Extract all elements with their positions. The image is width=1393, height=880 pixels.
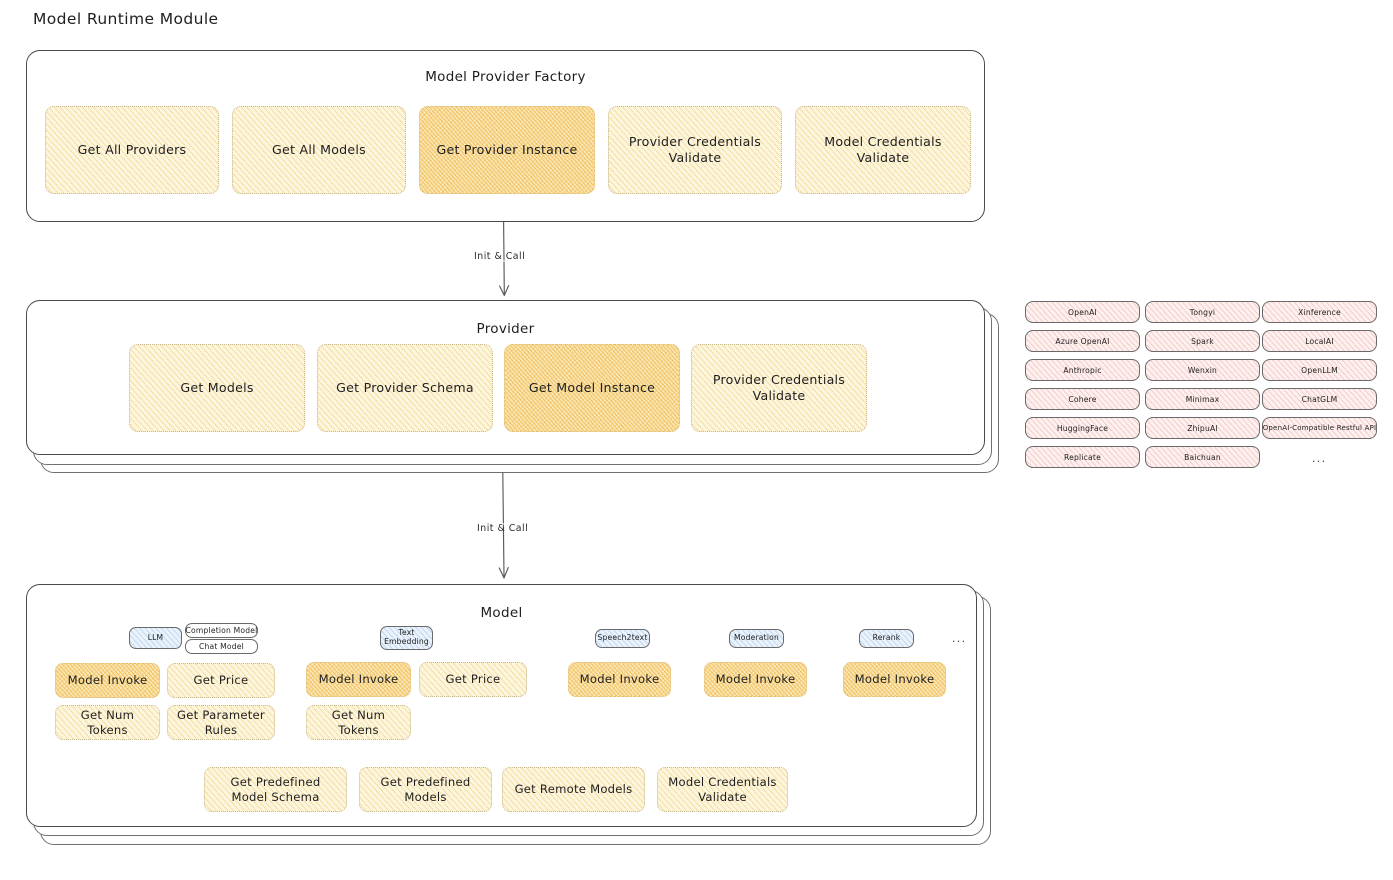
model-title: Model — [480, 605, 523, 621]
model-llm-box-get-parameter-rules[interactable]: Get Parameter Rules — [167, 705, 275, 740]
provider-list-more-indicator: ... — [1312, 452, 1327, 465]
model-type-chip-speech2text[interactable]: Speech2text — [595, 629, 650, 648]
provider-title: Provider — [476, 321, 535, 337]
provider-chip-zhipuai[interactable]: ZhipuAI — [1145, 417, 1260, 439]
model-shared-box-get-remote-models[interactable]: Get Remote Models — [502, 767, 645, 812]
provider-chip-xinference[interactable]: Xinference — [1262, 301, 1377, 323]
model-text-embedding-box-model-invoke[interactable]: Model Invoke — [306, 662, 411, 697]
provider-box-get-models[interactable]: Get Models — [129, 344, 305, 432]
factory-box-get-all-models[interactable]: Get All Models — [232, 106, 406, 194]
provider-chip-minimax[interactable]: Minimax — [1145, 388, 1260, 410]
arrow-factory-to-provider — [499, 221, 510, 297]
provider-chip-tongyi[interactable]: Tongyi — [1145, 301, 1260, 323]
provider-chip-replicate[interactable]: Replicate — [1025, 446, 1140, 468]
model-llm-box-get-num-tokens[interactable]: Get Num Tokens — [55, 705, 160, 740]
factory-box-model-credentials-validate[interactable]: Model Credentials Validate — [795, 106, 971, 194]
provider-box-provider-credentials-validate[interactable]: Provider Credentials Validate — [691, 344, 867, 432]
provider-chip-spark[interactable]: Spark — [1145, 330, 1260, 352]
model-type-chip-llm[interactable]: LLM — [129, 627, 182, 649]
model-text-embedding-box-get-price[interactable]: Get Price — [419, 662, 527, 697]
model-type-chip-rerank[interactable]: Rerank — [859, 629, 914, 648]
provider-chip-openai[interactable]: OpenAI — [1025, 301, 1140, 323]
provider-box-get-provider-schema[interactable]: Get Provider Schema — [317, 344, 493, 432]
provider-chip-huggingface[interactable]: HuggingFace — [1025, 417, 1140, 439]
provider-chip-cohere[interactable]: Cohere — [1025, 388, 1140, 410]
arrow-label-init-and-call-1: Init & Call — [474, 251, 526, 262]
factory-box-provider-credentials-validate[interactable]: Provider Credentials Validate — [608, 106, 782, 194]
model-type-chip-text-embedding[interactable]: Text Embedding — [380, 626, 433, 650]
model-shared-box-model-credentials-validate[interactable]: Model Credentials Validate — [657, 767, 788, 812]
provider-box-get-model-instance[interactable]: Get Model Instance — [504, 344, 680, 432]
arrow-label-init-and-call-2: Init & Call — [477, 523, 529, 534]
arrow-provider-to-model — [498, 472, 509, 579]
model-speech2text-box-model-invoke[interactable]: Model Invoke — [568, 662, 671, 697]
provider-chip-azure-openai[interactable]: Azure OpenAI — [1025, 330, 1140, 352]
factory-box-get-all-providers[interactable]: Get All Providers — [45, 106, 219, 194]
model-provider-factory-title: Model Provider Factory — [425, 69, 586, 85]
provider-chip-chatglm[interactable]: ChatGLM — [1262, 388, 1377, 410]
model-shared-box-get-predefined-models[interactable]: Get Predefined Models — [359, 767, 492, 812]
model-rerank-box-model-invoke[interactable]: Model Invoke — [843, 662, 946, 697]
provider-chip-localai[interactable]: LocalAI — [1262, 330, 1377, 352]
model-llm-box-model-invoke[interactable]: Model Invoke — [55, 663, 160, 698]
provider-chip-openai-compatible-restful-api[interactable]: OpenAI-Compatible Restful API — [1262, 417, 1377, 439]
model-type-chip-moderation[interactable]: Moderation — [729, 629, 784, 648]
provider-chip-wenxin[interactable]: Wenxin — [1145, 359, 1260, 381]
model-subchip-completion-model[interactable]: Completion Model — [185, 623, 258, 638]
factory-box-get-provider-instance[interactable]: Get Provider Instance — [419, 106, 595, 194]
model-shared-box-get-predefined-model-schema[interactable]: Get Predefined Model Schema — [204, 767, 347, 812]
model-text-embedding-box-get-num-tokens[interactable]: Get Num Tokens — [306, 705, 411, 740]
provider-chip-openllm[interactable]: OpenLLM — [1262, 359, 1377, 381]
page-title: Model Runtime Module — [33, 10, 219, 28]
model-group: Model — [26, 584, 977, 827]
model-llm-box-get-price[interactable]: Get Price — [167, 663, 275, 698]
model-moderation-box-model-invoke[interactable]: Model Invoke — [704, 662, 807, 697]
provider-chip-anthropic[interactable]: Anthropic — [1025, 359, 1140, 381]
model-types-more-indicator: ... — [952, 632, 967, 645]
model-subchip-chat-model[interactable]: Chat Model — [185, 639, 258, 654]
provider-chip-baichuan[interactable]: Baichuan — [1145, 446, 1260, 468]
